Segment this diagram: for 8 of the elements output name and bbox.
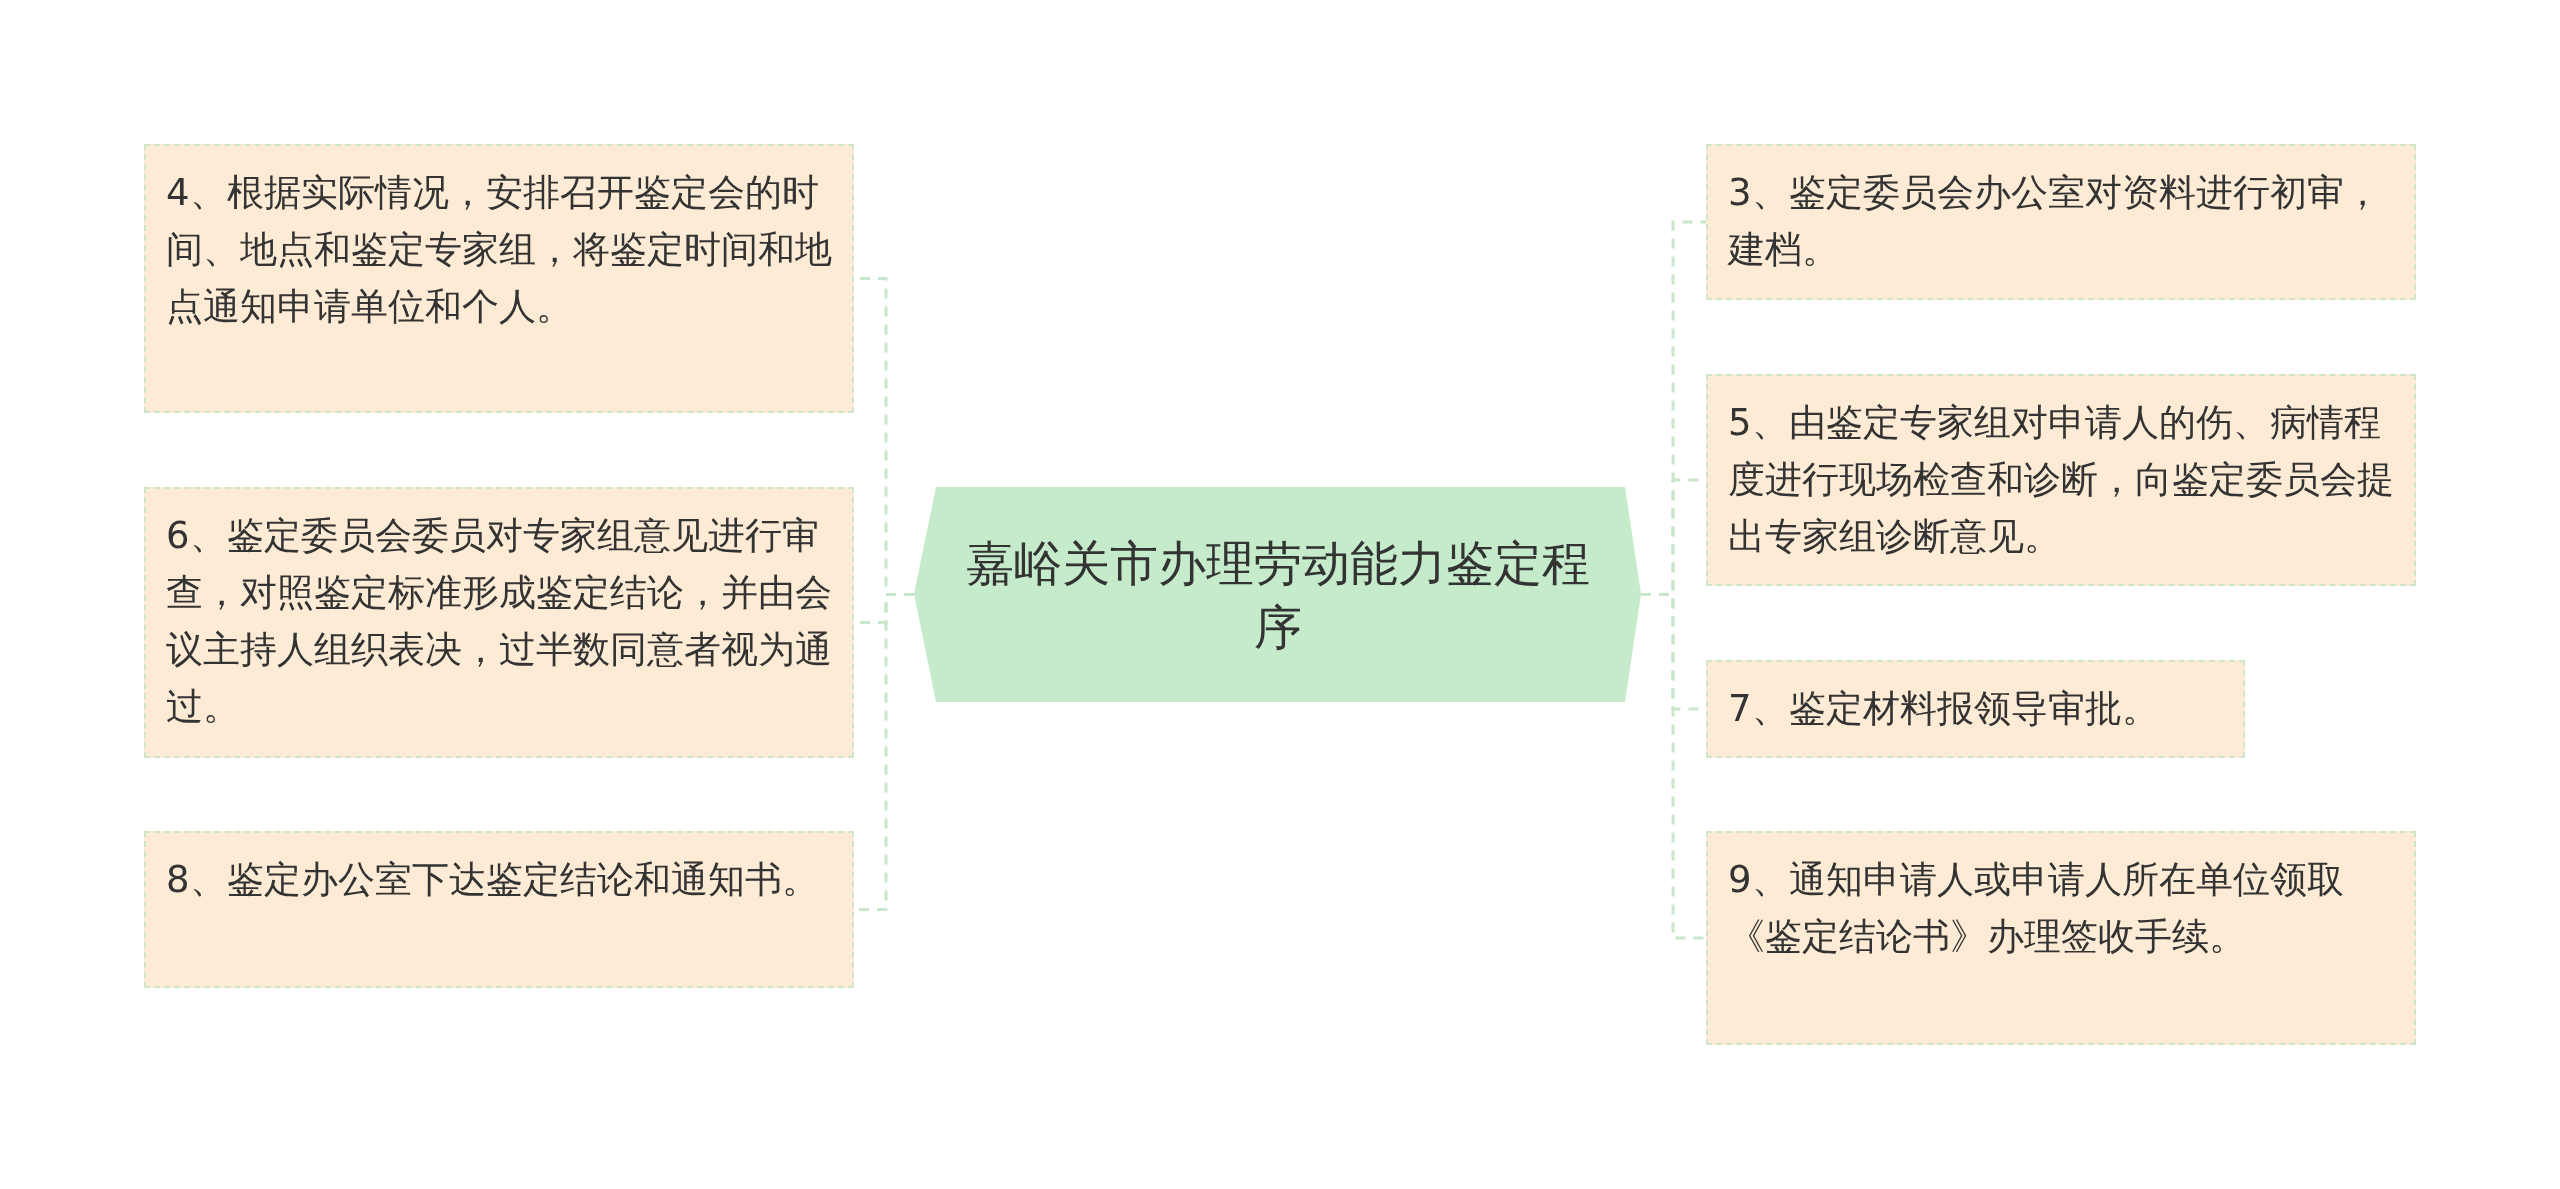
step-box: 7、鉴定材料报领导审批。: [1706, 660, 2245, 758]
step-box: 6、鉴定委员会委员对专家组意见进行审查，对照鉴定标准形成鉴定结论，并由会议主持人组织表决，过半数同意者视为通过。: [144, 487, 854, 758]
step-box: 8、鉴定办公室下达鉴定结论和通知书。: [144, 831, 854, 988]
step-box: 5、由鉴定专家组对申请人的伤、病情程度进行现场检查和诊断，向鉴定委员会提出专家组诊断意见。: [1706, 374, 2416, 586]
step-box: 3、鉴定委员会办公室对资料进行初审，建档。: [1706, 144, 2416, 300]
step-box: 4、根据实际情况，安排召开鉴定会的时间、地点和鉴定专家组，将鉴定时间和地点通知申请单位和个人。: [144, 144, 854, 413]
connector-line: [1641, 593, 1706, 940]
step-box: 9、通知申请人或申请人所在单位领取《鉴定结论书》办理签收手续。: [1706, 831, 2416, 1045]
